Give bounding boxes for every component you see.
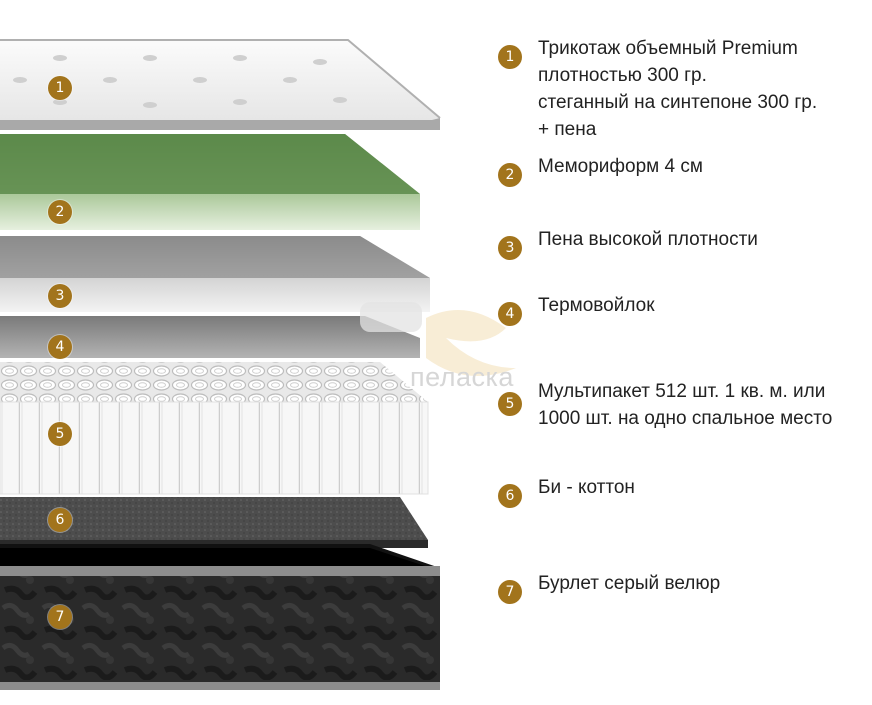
illustration-badge-2: 2 <box>48 200 72 224</box>
legend-item-1: 1 Трикотаж объемный Premium плотностью 3… <box>498 35 817 143</box>
legend-badge-6: 6 <box>498 484 522 508</box>
legend-badge-3: 3 <box>498 236 522 260</box>
illustration-badge-7: 7 <box>48 605 72 629</box>
legend-badge-5: 5 <box>498 392 522 416</box>
legend-item-2: 2 Мемориформ 4 см <box>498 153 703 187</box>
legend-item-5: 5 Мультипакет 512 шт. 1 кв. м. или 1000 … <box>498 378 832 432</box>
layer-5-pocket-springs <box>0 362 429 495</box>
illustration-badge-3: 3 <box>48 284 72 308</box>
legend-badge-7: 7 <box>498 580 522 604</box>
legend-item-7: 7 Бурлет серый велюр <box>498 570 720 604</box>
legend-badge-4: 4 <box>498 302 522 326</box>
legend-item-6: 6 Би - коттон <box>498 474 635 508</box>
layer-3-high-density-foam <box>0 236 430 312</box>
layer-4-thermal-felt <box>0 316 420 358</box>
legend-badge-2: 2 <box>498 163 522 187</box>
legend-text-5: Мультипакет 512 шт. 1 кв. м. или 1000 шт… <box>538 381 833 429</box>
layer-2-memory-foam <box>0 134 420 230</box>
illustration-badge-4: 4 <box>48 335 72 359</box>
legend-text-2: Мемориформ 4 см <box>538 156 703 177</box>
illustration-badge-5: 5 <box>48 422 72 446</box>
legend-text-1: Трикотаж объемный Premium плотностью 300… <box>538 38 818 140</box>
watermark-text: пеласка <box>410 362 514 392</box>
legend-item-3: 3 Пена высокой плотности <box>498 226 758 260</box>
legend-text-4: Термовойлок <box>538 295 655 316</box>
illustration-badge-6: 6 <box>48 508 72 532</box>
illustration-badge-1: 1 <box>48 76 72 100</box>
legend-text-6: Би - коттон <box>538 477 635 498</box>
layer-1-quilted-cover <box>0 39 441 130</box>
layer-7-velour-base <box>0 544 440 690</box>
legend-item-4: 4 Термовойлок <box>498 292 655 326</box>
legend-badge-1: 1 <box>498 45 522 69</box>
legend-text-7: Бурлет серый велюр <box>538 573 721 594</box>
legend-text-3: Пена высокой плотности <box>538 229 758 250</box>
